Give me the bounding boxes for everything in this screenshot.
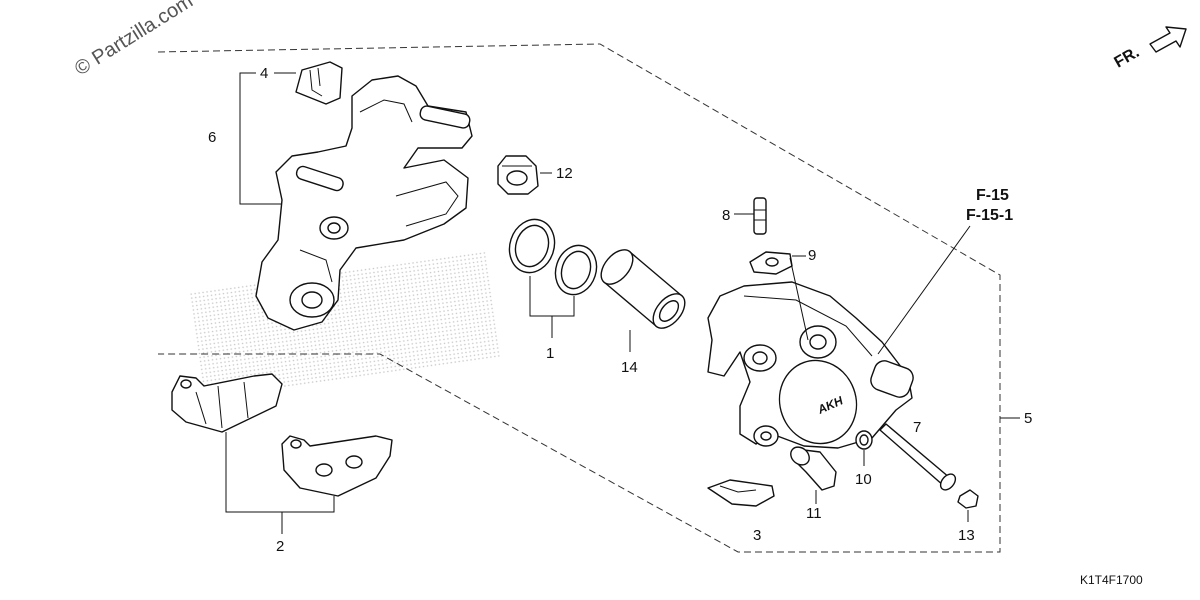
diagram-code: K1T4F1700	[1080, 573, 1143, 587]
callout-9: 9	[808, 247, 816, 264]
callout-5: 5	[1024, 410, 1032, 427]
watermark-dots	[188, 249, 502, 401]
callout-6: 6	[208, 129, 216, 146]
part-6-caliper-bracket	[255, 75, 473, 331]
part-8-bleeder-screw	[753, 197, 767, 235]
callout-2-bracket	[225, 432, 335, 513]
callout-2: 2	[276, 538, 284, 555]
part-13-bolt	[879, 423, 979, 509]
part-4-clip	[295, 61, 343, 105]
callout-8: 8	[722, 207, 730, 224]
part-1-seal-rings	[508, 218, 598, 296]
part-7-caliper-body: AKH	[707, 257, 914, 449]
assembly-boundary-outline	[157, 43, 1001, 553]
part-12-plug	[497, 155, 539, 195]
watermark-text: © Partzilla.com	[71, 0, 197, 80]
part-14-piston	[600, 249, 686, 329]
callout-1: 1	[546, 345, 554, 362]
part-3-pad-spring	[707, 479, 775, 507]
part-10-o-ring	[855, 430, 873, 450]
part-9-bleeder-cap	[749, 251, 793, 275]
ref-f15-1: F-15-1	[966, 207, 1013, 224]
front-direction-arrow-icon	[1149, 26, 1187, 53]
ref-f15: F-15	[976, 187, 1009, 204]
ref-leader	[877, 225, 971, 355]
callout-12: 12	[556, 165, 573, 182]
callout-6-bracket	[239, 72, 282, 205]
callout-4: 4	[260, 65, 268, 82]
part-2-brake-pads	[171, 373, 393, 497]
part-11-slide-pin	[790, 446, 837, 491]
callout-13: 13	[958, 527, 975, 544]
callout-7: 7	[913, 419, 921, 436]
callout-3: 3	[753, 527, 761, 544]
callout-10: 10	[855, 471, 872, 488]
front-direction-label: FR.	[1112, 44, 1143, 72]
callout-14: 14	[621, 359, 638, 376]
callout-11: 11	[806, 505, 822, 522]
